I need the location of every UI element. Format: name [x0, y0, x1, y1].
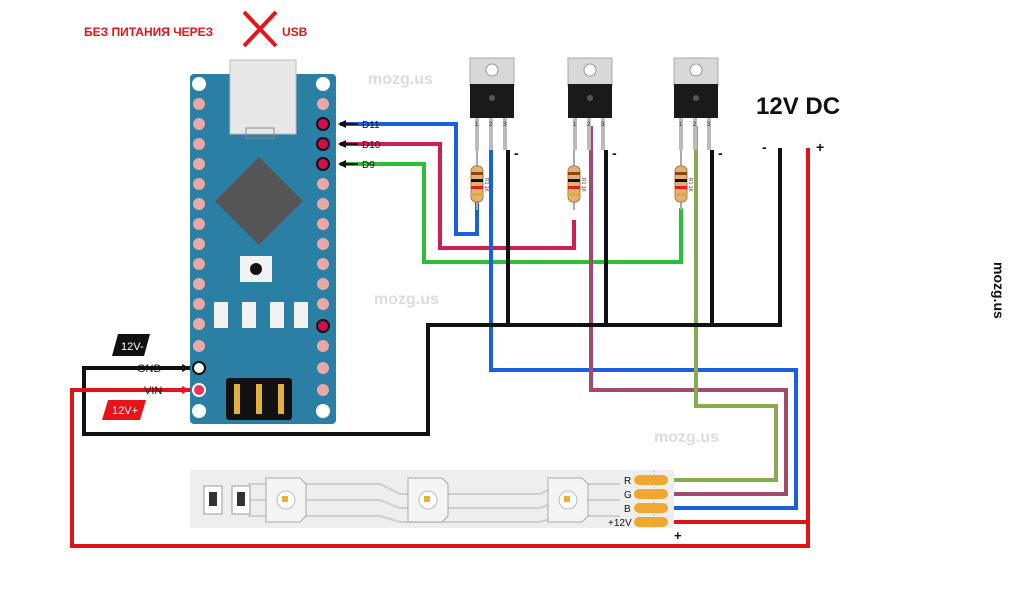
strip-pad-r: [634, 475, 668, 485]
arrow-left-icon: [338, 140, 346, 148]
d10-pin: [316, 137, 330, 151]
gnd-pin: [192, 361, 206, 375]
wire-olive-r: [666, 126, 778, 482]
transistor-pin-number: 2: [489, 122, 493, 128]
resistor-label: R1 1K: [483, 178, 489, 193]
strip-pad-b: [634, 503, 668, 513]
usb-connector: [229, 59, 297, 135]
d10-label: D10: [362, 140, 381, 151]
strip-pad-12v: [634, 517, 668, 527]
mosfet-transistor: 1 2 3 -: [673, 57, 723, 161]
vin-label: VIN: [144, 385, 162, 397]
power-supply-title: 12V DC: [756, 93, 840, 120]
no-usb-power-text: БЕЗ ПИТАНИЯ ЧЕРЕЗ: [84, 25, 213, 39]
usb-text: USB: [282, 25, 308, 39]
arrow-right-icon: [182, 386, 190, 394]
d11-pin: [316, 117, 330, 131]
wire-d9: [340, 162, 683, 264]
tag-12v-minus-text: 12V-: [121, 341, 144, 353]
arrow-left-icon: [338, 120, 346, 128]
transistor-pin-number: 2: [693, 122, 697, 128]
d11-label: D11: [362, 120, 380, 131]
wire-d11: [340, 122, 479, 236]
d9-label: D9: [362, 160, 375, 171]
wire-blue-b: [489, 126, 798, 510]
watermark: mozg.us: [374, 291, 439, 308]
strip-plus-label: +: [674, 528, 682, 543]
led-chip: [547, 477, 589, 523]
strip-label-b: B: [624, 504, 631, 515]
transistor-pin-number: 3: [503, 122, 507, 128]
transistor-pin-number: 1: [679, 122, 683, 128]
power-plus-label: +: [816, 139, 824, 155]
wire-power-plus: [70, 148, 810, 548]
d9-pin: [316, 157, 330, 171]
microcontroller-chip: [215, 157, 303, 245]
resistor: R1 1K: [567, 150, 586, 210]
wire-maroon-g: [589, 126, 788, 496]
arduino-nano-board: [190, 59, 336, 424]
transistor-pin-number: 3: [707, 122, 711, 128]
led-chip: [265, 477, 307, 523]
vin-pin: [192, 383, 206, 397]
power-minus-label: -: [762, 139, 767, 155]
resistor-label: R1 1K: [687, 178, 693, 193]
resistor: R1 1K: [470, 150, 489, 210]
wire-d10: [340, 142, 576, 250]
wire-ground-bus: [82, 148, 782, 436]
transistor-pin-number: 1: [475, 122, 479, 128]
strip-label-g: G: [624, 490, 632, 501]
tag-12v-plus: [102, 400, 146, 420]
transistor-minus-label: -: [718, 145, 723, 161]
watermark: mozg.us: [368, 71, 433, 88]
gnd-label: GND: [137, 363, 162, 375]
tag-12v-minus: [112, 334, 150, 356]
transistor-pin-number: 1: [573, 122, 577, 128]
tag-12v-plus-text: 12V+: [112, 405, 138, 417]
resistor-label: R1 1K: [580, 178, 586, 193]
mosfet-transistor: 1 2 3 -: [469, 57, 519, 161]
arrow-right-icon: [182, 364, 190, 372]
transistor-pin-number: 3: [601, 122, 605, 128]
transistor-minus-label: -: [514, 145, 519, 161]
transistor-minus-label: -: [612, 145, 617, 161]
resistor: R1 1K: [674, 150, 693, 210]
watermark: mozg.us: [654, 429, 719, 446]
cross-icon: [242, 10, 278, 48]
led-strip: [190, 470, 674, 528]
led-chip: [407, 477, 449, 523]
arrow-left-icon: [338, 160, 346, 168]
strip-label-12v: +12V: [608, 518, 632, 529]
transistor-pin-number: 2: [587, 122, 591, 128]
strip-label-r: R: [624, 476, 631, 487]
mosfet-transistor: 1 2 3 -: [567, 57, 617, 161]
watermark-vertical: mozg.us: [991, 262, 1007, 319]
strip-pad-g: [634, 489, 668, 499]
